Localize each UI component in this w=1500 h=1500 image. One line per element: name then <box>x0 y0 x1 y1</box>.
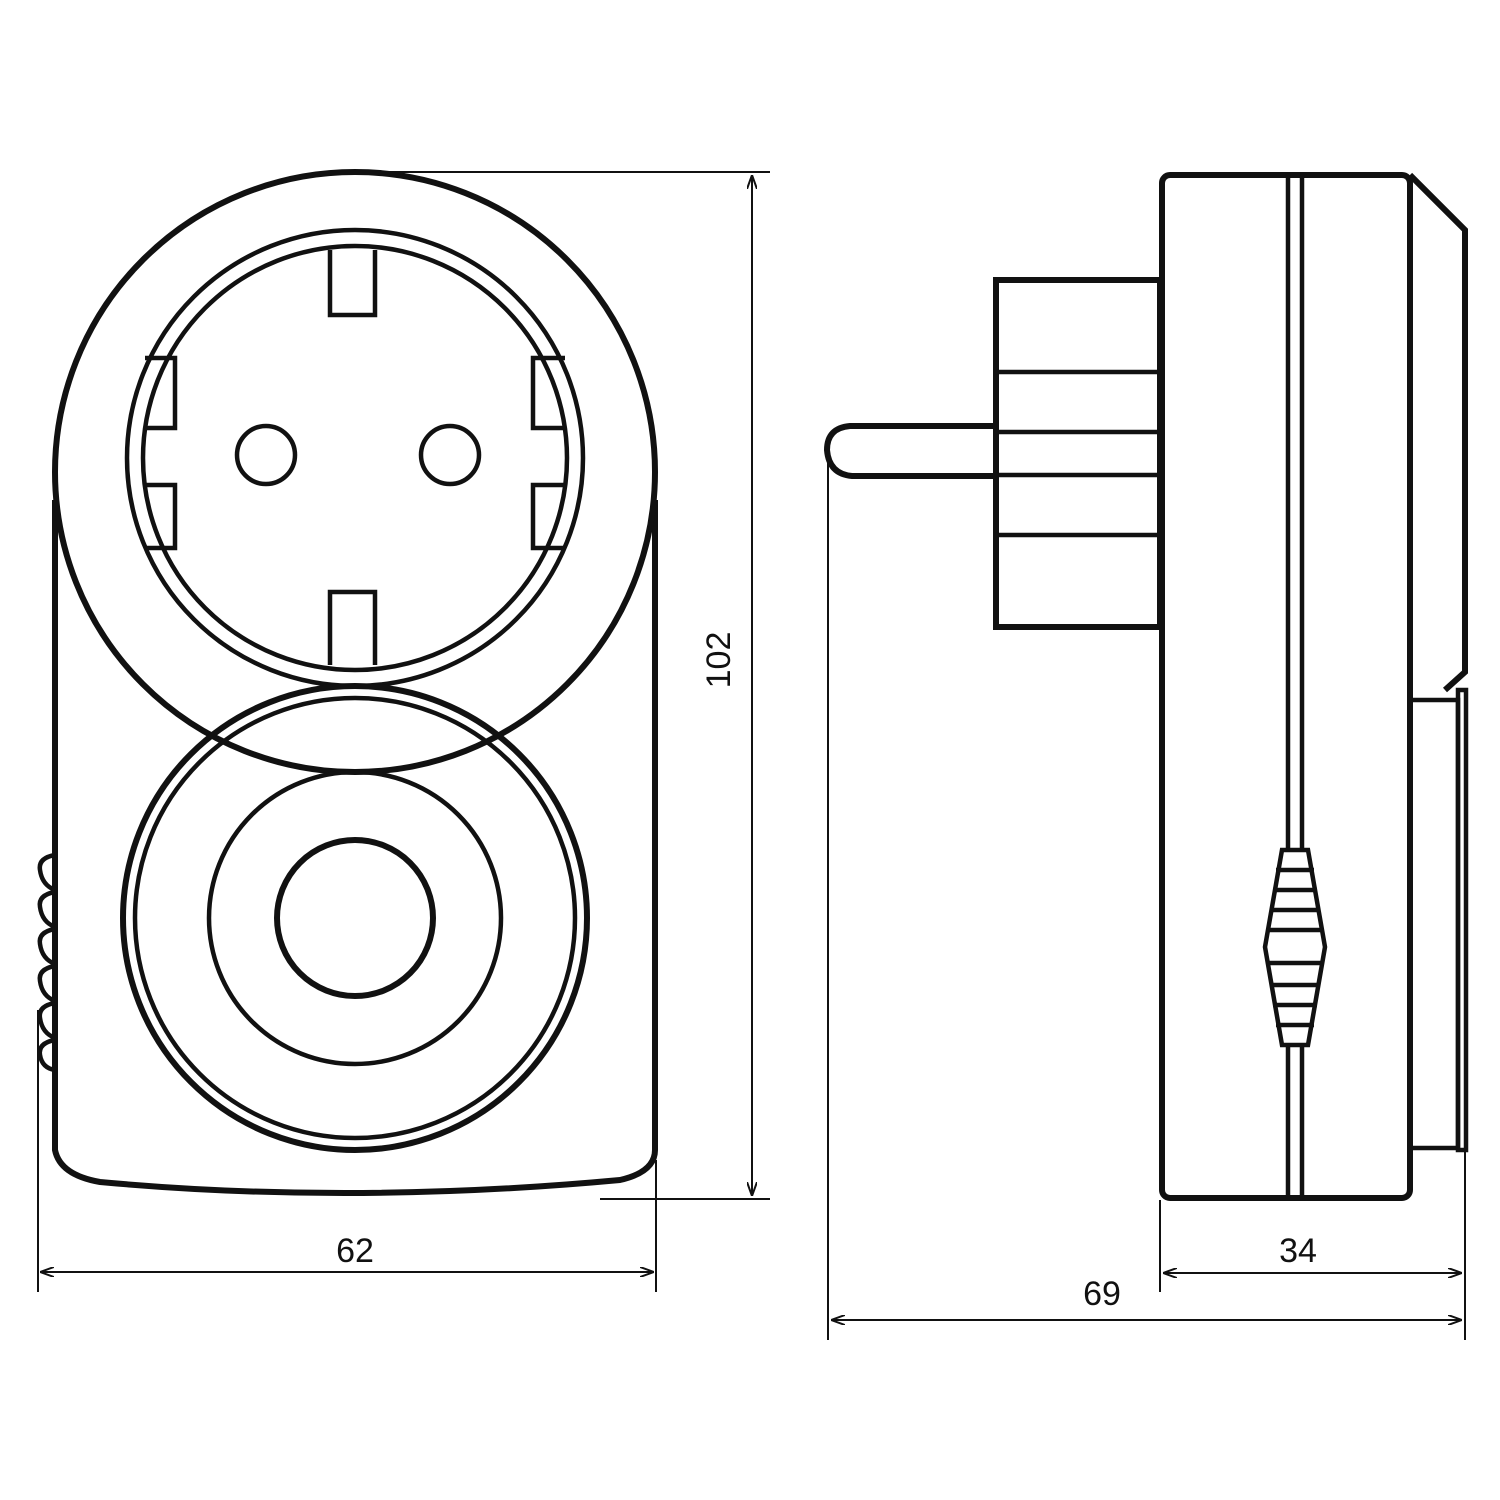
dimension-height: 102 <box>360 171 770 1200</box>
knob-center <box>274 837 436 999</box>
side-clip-left-top <box>145 355 178 431</box>
socket-outer-ring <box>124 227 586 689</box>
plug-pin <box>823 423 996 479</box>
socket-hole-right <box>418 423 482 487</box>
side-view <box>823 172 1469 1201</box>
side-clip-right-bottom <box>530 482 565 551</box>
front-width-label: 62 <box>336 1232 374 1270</box>
knob-side-profile <box>1262 847 1328 1048</box>
dimension-total-depth: 69 <box>827 462 1461 1340</box>
side-wheel-ridges <box>37 852 56 1073</box>
socket-inner-ring <box>140 243 570 673</box>
body-depth-label: 34 <box>1279 1232 1317 1270</box>
total-depth-label: 69 <box>1083 1275 1121 1313</box>
socket-face-profile <box>1407 172 1468 693</box>
dimension-body-depth: 34 <box>1159 1152 1466 1340</box>
front-view <box>37 169 658 1197</box>
earth-clip-top <box>327 250 378 318</box>
earth-clip-bottom <box>327 589 378 665</box>
knob-bezel <box>132 695 578 1141</box>
plug <box>823 277 1163 630</box>
knob-face-profile <box>1412 697 1461 1151</box>
knob-outer-ring <box>120 683 590 1153</box>
knob-front-plate <box>1455 687 1469 1153</box>
side-clip-right-top <box>530 355 565 431</box>
height-label: 102 <box>700 632 738 689</box>
knob-dial <box>206 769 504 1067</box>
dimension-front-width: 62 <box>37 1010 657 1292</box>
side-clip-left-bottom <box>145 482 178 551</box>
socket-hole-left <box>234 423 298 487</box>
front-body-outline <box>52 500 658 1197</box>
